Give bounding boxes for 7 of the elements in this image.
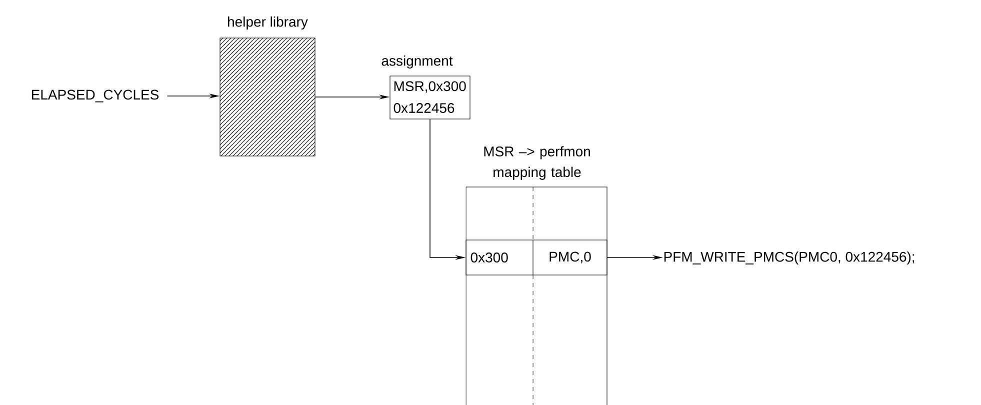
table-row: 0x300 PMC,0 <box>466 240 608 276</box>
text-label: ELAPSED_CYCLES <box>32 90 159 102</box>
code-text: PFM_WRITE_PMCS(PMC0, 0x122456); <box>664 251 914 265</box>
box-heading: assignment <box>382 55 453 69</box>
table-heading: MSR –> perfmon mapping table <box>484 146 590 180</box>
box-heading: helper library <box>228 16 308 30</box>
value-box: MSR,0x300 0x122456 <box>390 76 470 120</box>
